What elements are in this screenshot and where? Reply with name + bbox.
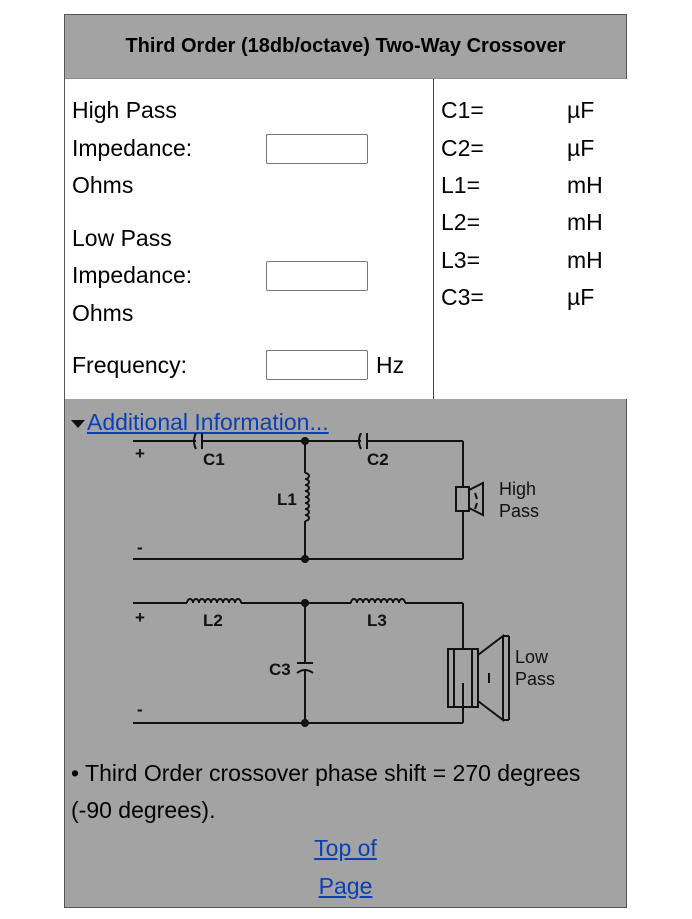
high-pass-positive-terminal: + (135, 444, 145, 463)
result-name-c1: C1= (441, 97, 484, 123)
low-pass-impedance-input[interactable] (266, 261, 368, 291)
result-unit-c2: µF (567, 135, 595, 161)
result-unit-c3: µF (567, 284, 595, 310)
calculator-title: Third Order (18db/octave) Two-Way Crosso… (65, 15, 626, 79)
phase-shift-note: • Third Order crossover phase shift = 27… (71, 760, 581, 823)
frequency-label: Frequency: (72, 352, 188, 378)
result-name-l3: L3= (441, 247, 481, 273)
result-unit-l1: mH (567, 172, 603, 198)
low-pass-ohms-label: Ohms (72, 300, 134, 326)
c2-label: C2 (367, 450, 389, 469)
top-of-page-link-line1[interactable]: Top of (314, 835, 377, 861)
crossover-circuit-diagram: + - + - C1 C2 L1 L2 L3 C3 High Pass Low … (133, 433, 555, 727)
result-unit-l3: mH (567, 247, 603, 273)
high-pass-speaker-label: Pass (499, 501, 539, 521)
c3-label: C3 (269, 660, 291, 679)
high-pass-impedance-label: Impedance: (72, 135, 193, 161)
crossover-calculator: Third Order (18db/octave) Two-Way Crosso… (64, 14, 627, 908)
c1-label: C1 (203, 450, 225, 469)
result-unit-l2: mH (567, 209, 603, 235)
high-pass-negative-terminal: - (137, 538, 143, 557)
result-name-c3: C3= (441, 284, 484, 310)
top-of-page-link-line2[interactable]: Page (318, 873, 373, 899)
result-unit-c1: µF (567, 97, 595, 123)
low-pass-impedance-label: Impedance: (72, 262, 193, 288)
low-pass-label: Low Pass (72, 225, 172, 251)
title-text: Third Order (18db/octave) Two-Way Crosso… (125, 35, 566, 57)
frequency-unit: Hz (376, 352, 405, 378)
top-of-page-link-container: Top of Page (65, 829, 626, 905)
result-name-l1: L1= (441, 172, 481, 198)
caret-down-icon (71, 419, 85, 428)
additional-info-toggle[interactable]: Additional Information... (71, 409, 329, 436)
inputs-pane: High Pass Impedance: Ohms Low Pass Imped… (65, 79, 434, 399)
additional-info-label: Additional Information... (87, 409, 329, 435)
additional-info-panel: Additional Information... (65, 399, 626, 907)
high-pass-ohms-label: Ohms (72, 172, 134, 198)
high-pass-impedance-input[interactable] (266, 134, 368, 164)
results-pane: C1= µF C2= µF L1= mH L2= mH L3= mH C3= µ… (434, 79, 627, 399)
l1-label: L1 (277, 490, 297, 509)
result-name-l2: L2= (441, 209, 481, 235)
high-label: High (499, 479, 536, 499)
high-pass-label: High Pass (72, 97, 177, 123)
low-pass-positive-terminal: + (135, 608, 145, 627)
l3-label: L3 (367, 611, 387, 630)
l2-label: L2 (203, 611, 223, 630)
low-pass-speaker-label: Pass (515, 669, 555, 689)
frequency-input[interactable] (266, 350, 368, 380)
low-label: Low (515, 647, 549, 667)
result-name-c2: C2= (441, 135, 484, 161)
low-pass-negative-terminal: - (137, 700, 143, 719)
